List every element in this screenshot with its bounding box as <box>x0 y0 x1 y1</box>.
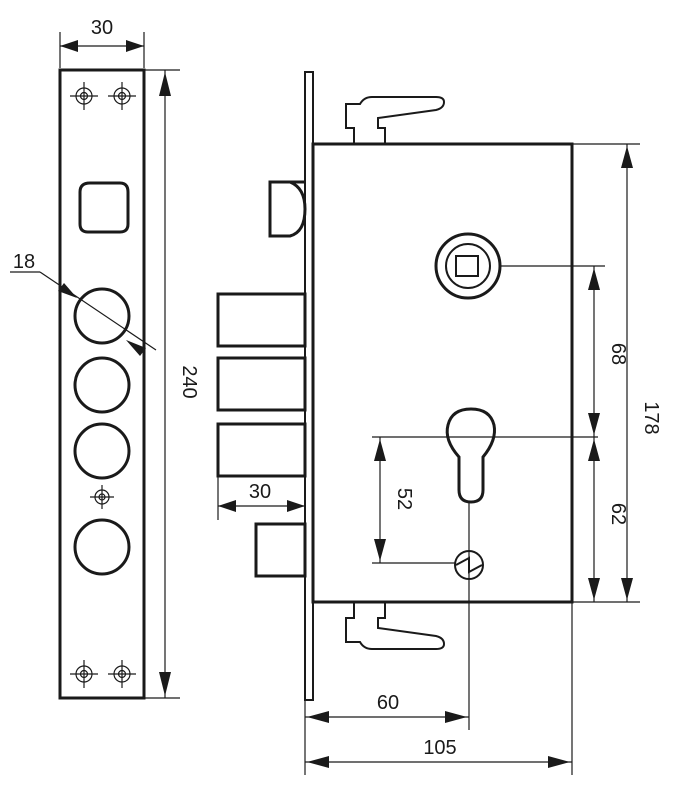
screw-crosshair-icon <box>70 82 98 110</box>
dim-label-backset: 60 <box>377 692 399 714</box>
faceplate-view: 30 240 18 <box>10 17 200 700</box>
dimension-handle-to-cylinder: 68 <box>500 265 629 437</box>
lock-body-view: 30 52 68 62 <box>216 71 662 775</box>
bottom-bolt <box>254 522 307 578</box>
bolt-hole <box>73 518 131 576</box>
screw-crosshair-icon <box>108 660 136 688</box>
screw-crosshair-icon <box>70 660 98 688</box>
latch-bolt <box>268 180 307 238</box>
screw-crosshair-icon <box>108 82 136 110</box>
dim-label-faceplate-width: 30 <box>91 17 113 39</box>
dimension-bolt-length: 30 <box>217 476 305 520</box>
dim-label-case-depth: 105 <box>423 737 456 759</box>
dimension-faceplate-height: 240 <box>144 69 200 699</box>
dimension-backset: 60 <box>304 692 469 775</box>
faceplate-outline <box>58 68 146 700</box>
top-lever <box>345 96 446 145</box>
latch-window <box>78 181 130 234</box>
dimension-faceplate-width: 30 <box>59 17 145 68</box>
dead-bolt <box>216 422 307 478</box>
dead-bolt <box>216 292 307 348</box>
dim-label-bolt-length: 30 <box>249 481 271 503</box>
dimension-case-height: 178 <box>572 143 662 603</box>
cylinder-keyhole <box>445 407 496 504</box>
dimension-cylinder-to-screw: 52 <box>372 436 598 564</box>
bolt-hole <box>73 287 131 345</box>
bottom-lever <box>345 601 446 650</box>
spindle-hub <box>434 232 502 300</box>
dim-label-case-height: 178 <box>640 401 662 434</box>
dim-label-handle-to-cylinder: 68 <box>607 343 629 365</box>
dimension-case-depth: 105 <box>305 602 573 775</box>
bolt-hole <box>73 422 131 480</box>
dim-label-faceplate-height: 240 <box>178 365 200 398</box>
dim-label-cylinder-to-bottom: 62 <box>607 503 629 525</box>
lock-case <box>311 142 574 604</box>
dimension-hole-diameter: 18 <box>10 251 157 356</box>
screw-crosshair-icon <box>90 485 114 509</box>
dim-label-hole-diameter: 18 <box>13 251 35 273</box>
dead-bolt <box>216 356 307 412</box>
bolt-hole <box>73 356 131 414</box>
dimension-cylinder-to-bottom: 62 <box>588 437 629 602</box>
dim-label-cylinder-to-screw: 52 <box>393 488 415 510</box>
